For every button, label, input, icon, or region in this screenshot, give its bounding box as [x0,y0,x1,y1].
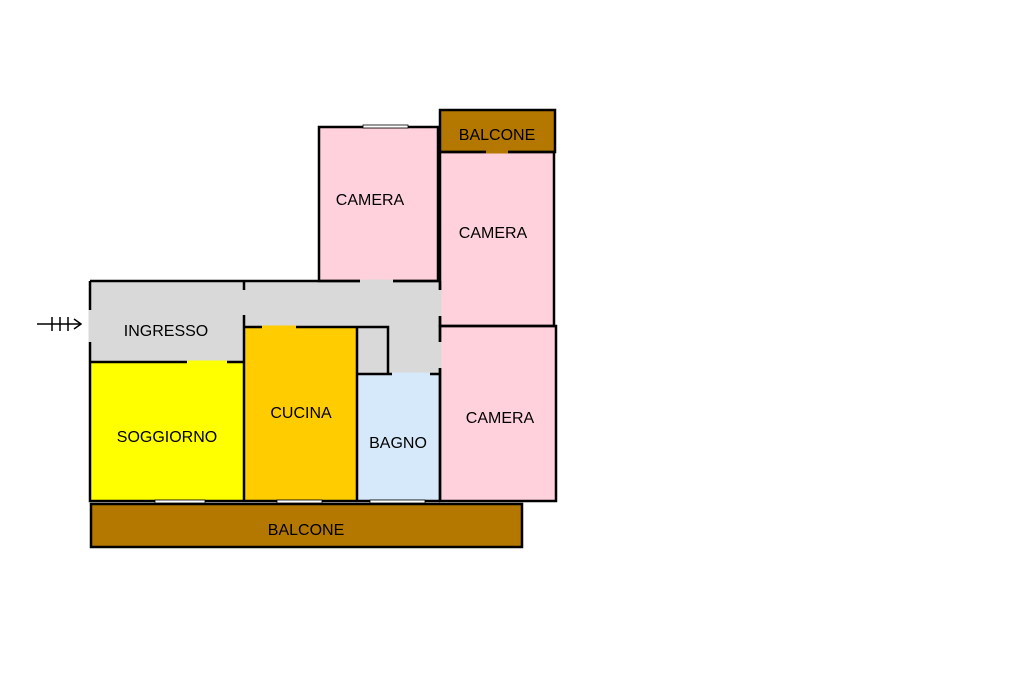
room-bagno [357,374,440,501]
window-cucina [276,499,323,504]
windows [154,124,426,504]
room-balcone-bottom [91,504,522,547]
window-soggiorno [154,499,206,504]
room-corridor [244,281,440,327]
door-openings [88,150,508,376]
room-camera-bottom-right [440,326,556,501]
label-camera-top-right: CAMERA [459,225,528,242]
room-cucina [245,327,357,501]
window-bagno [369,499,426,504]
window-camera-top-left [362,124,409,129]
room-ingresso [90,281,244,362]
label-ingresso: INGRESSO [124,323,208,340]
entry-arrow-icon [37,317,83,331]
label-camera-top-left: CAMERA [336,192,405,209]
room-corridor-lower [357,327,440,373]
room-balcone-top [440,110,555,152]
label-cucina: CUCINA [270,405,332,422]
label-balcone-top: BALCONE [459,127,535,144]
room-camera-top-left [319,127,438,281]
label-soggiorno: SOGGIORNO [117,429,217,446]
label-balcone-bottom: BALCONE [268,522,344,539]
room-camera-top-right [440,152,554,326]
label-bagno: BAGNO [369,435,427,452]
room-soggiorno [90,362,244,501]
label-camera-bottom-right: CAMERA [466,410,535,427]
